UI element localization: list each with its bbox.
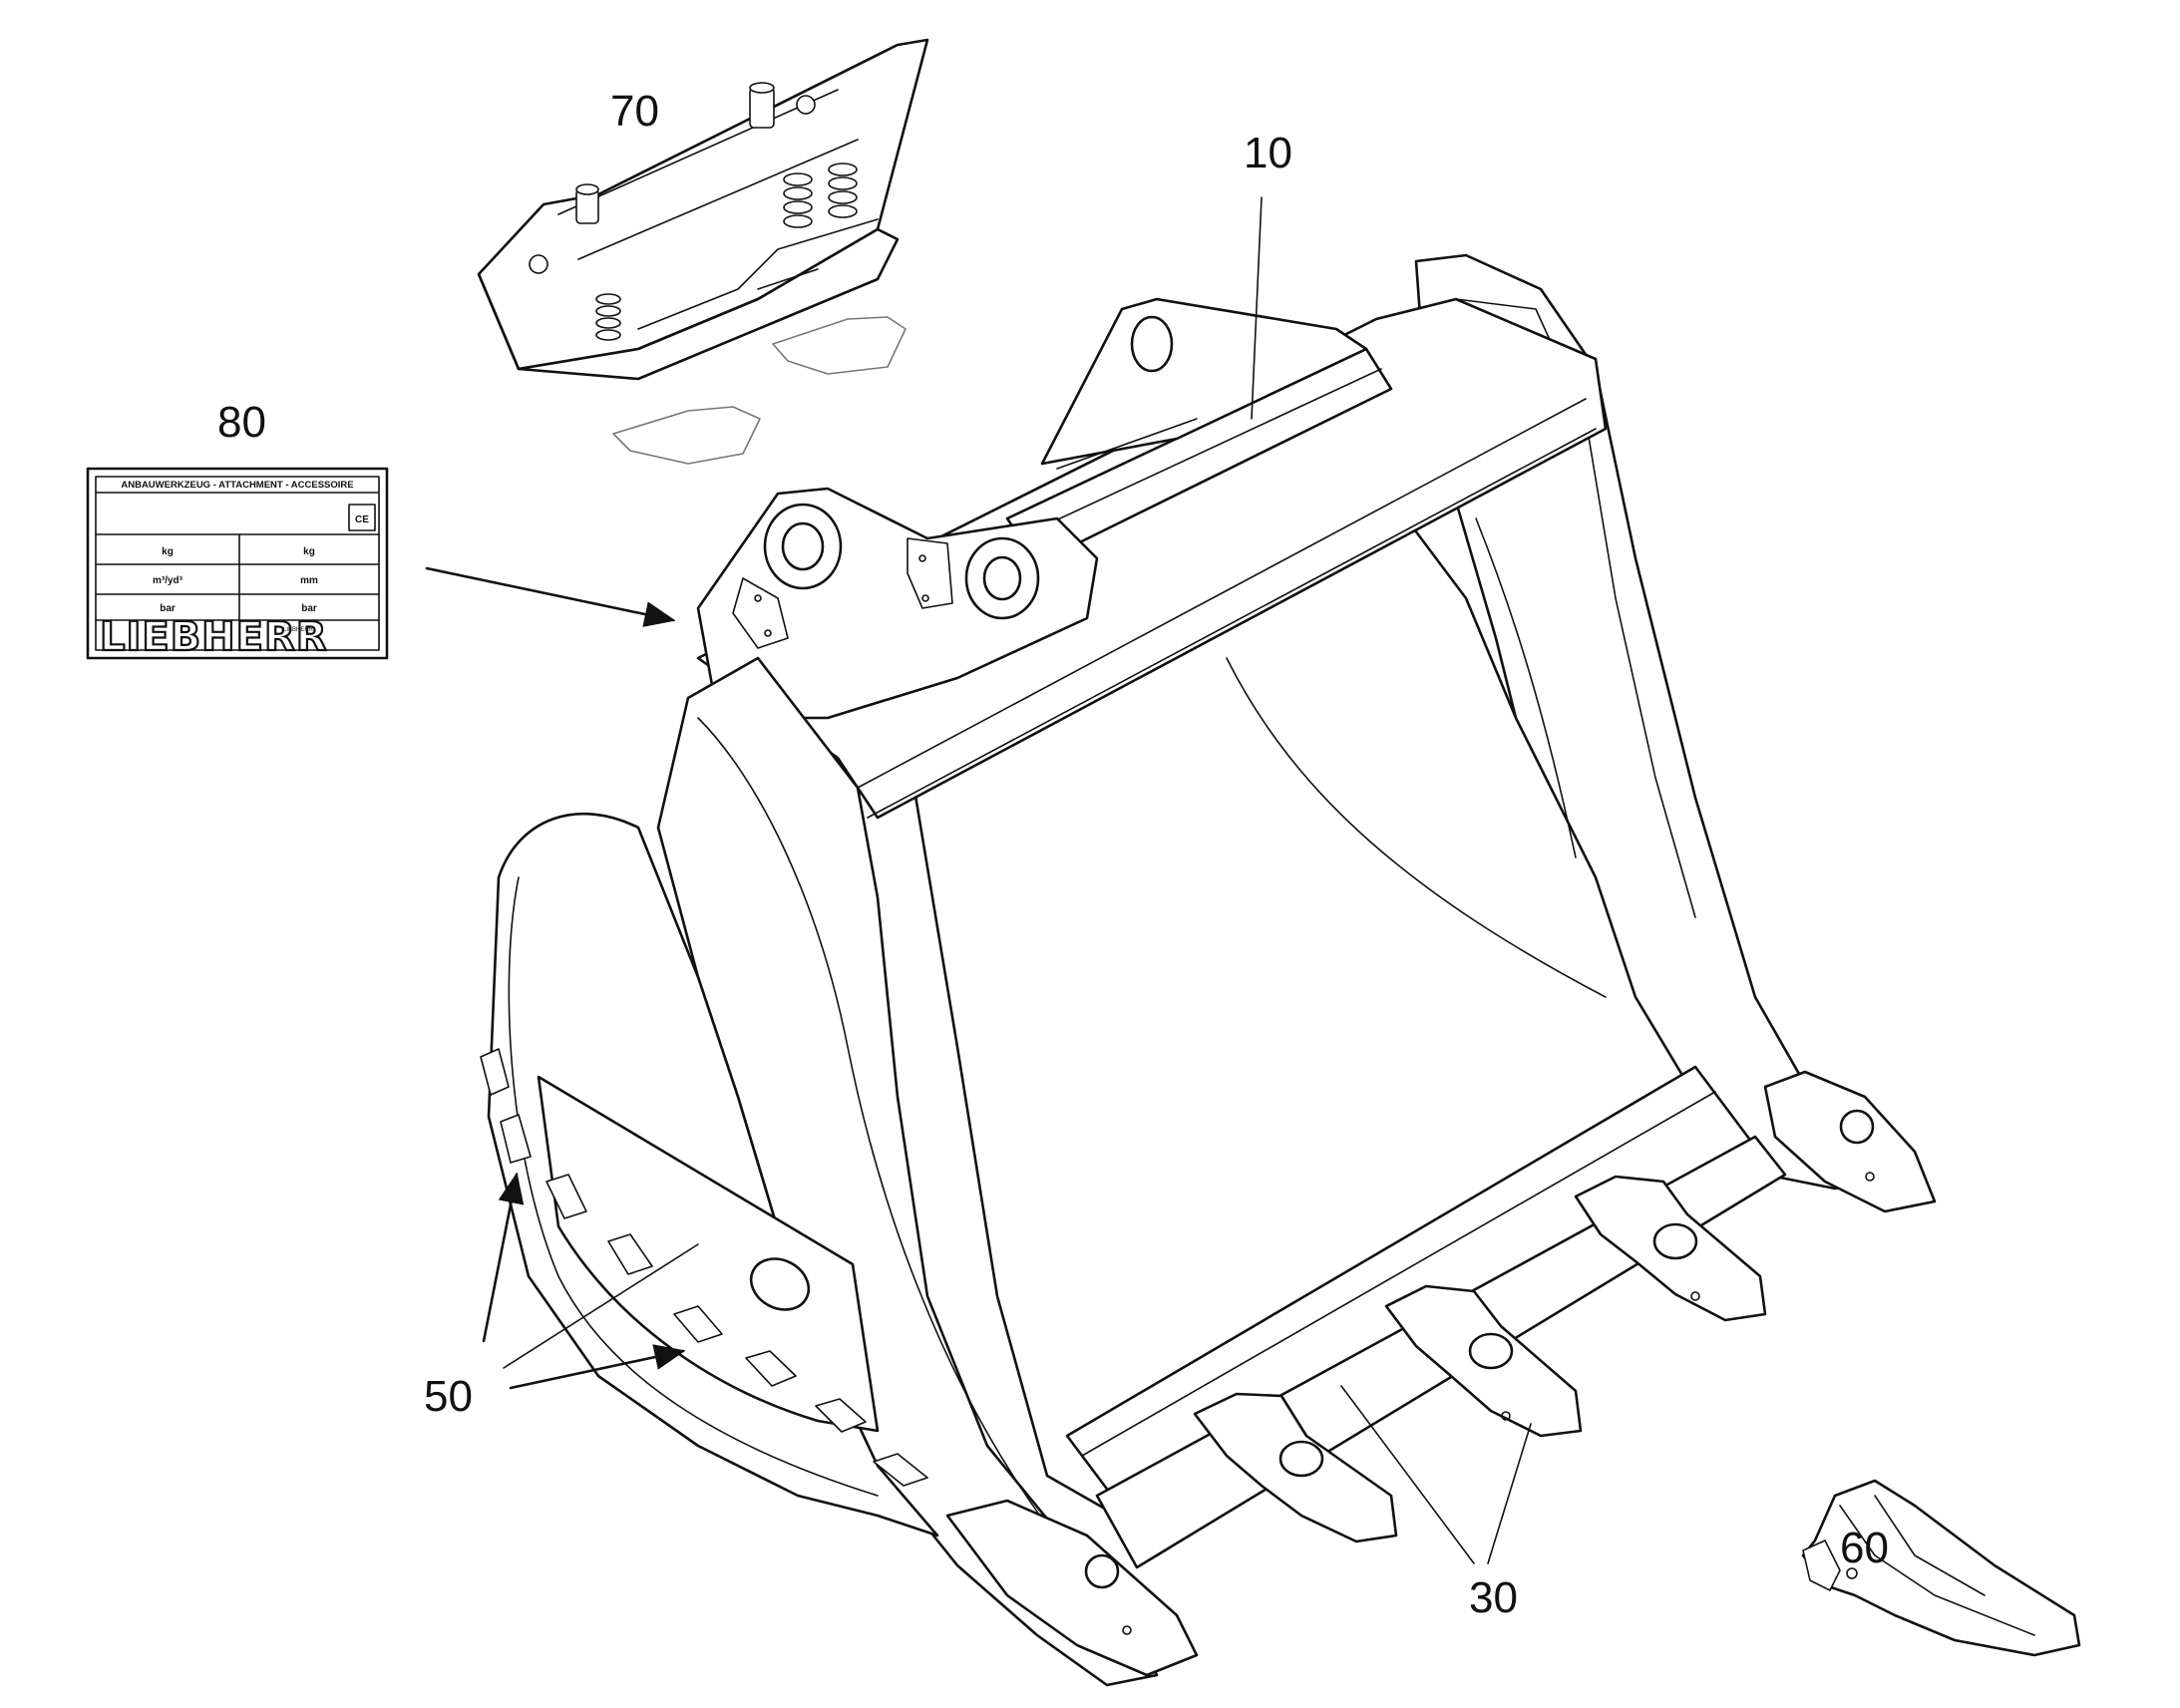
type-plate-brand: LIEBHERR [100, 614, 328, 660]
bucket-body [480, 253, 1937, 1687]
type-plate-row2-right: mm [300, 575, 318, 586]
type-plate-row3-left: bar [160, 603, 176, 614]
type-plate-row1-right: kg [303, 546, 315, 557]
quick-coupler [477, 38, 929, 465]
type-plate-row3-right: bar [301, 603, 317, 614]
wear-blocks [480, 1048, 928, 1487]
type-plate: ANBAUWERKZEUG - ATTACHMENT - ACCESSOIRE … [86, 467, 389, 661]
callout-part-80: 80 [217, 398, 266, 447]
callout-part-70: 70 [610, 87, 659, 136]
type-plate-maker-note: LIEBHERR- [283, 627, 315, 633]
type-plate-row2-left: m³/yd³ [153, 575, 183, 586]
callout-part-60: 60 [1840, 1524, 1889, 1572]
leader-lines [425, 196, 1532, 1564]
callout-part-10: 10 [1244, 129, 1292, 177]
type-plate-ce-mark: CE [355, 514, 369, 525]
tooth-adapters [1193, 1175, 1767, 1543]
tooth-tip [1801, 1479, 2081, 1657]
type-plate-header: ANBAUWERKZEUG - ATTACHMENT - ACCESSOIRE [121, 480, 353, 491]
callout-part-30: 30 [1469, 1573, 1518, 1622]
callout-part-50: 50 [424, 1372, 473, 1421]
type-plate-row1-left: kg [162, 546, 174, 557]
